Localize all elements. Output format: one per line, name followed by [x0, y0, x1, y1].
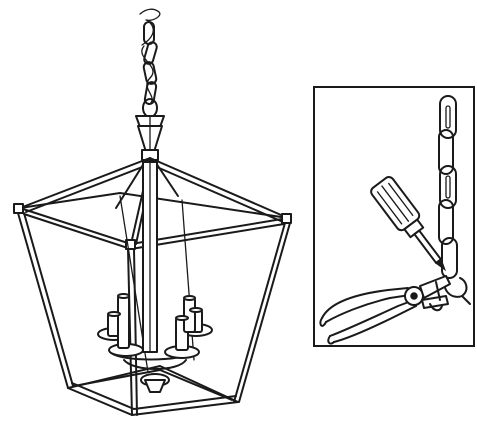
lantern-fixture	[13, 8, 292, 416]
finial	[137, 125, 163, 161]
bottom-frame	[67, 365, 239, 416]
inset-detail	[313, 86, 475, 347]
inset-chain	[438, 95, 471, 305]
pliers	[319, 275, 451, 345]
top-frame	[13, 192, 292, 250]
hanging-chain	[142, 21, 158, 105]
side-posts	[17, 195, 291, 416]
supply-wire	[139, 8, 161, 105]
candle-sleeves	[107, 293, 203, 351]
center-stem	[142, 161, 158, 353]
bottom-hub	[140, 373, 170, 393]
screwdriver	[370, 176, 447, 272]
